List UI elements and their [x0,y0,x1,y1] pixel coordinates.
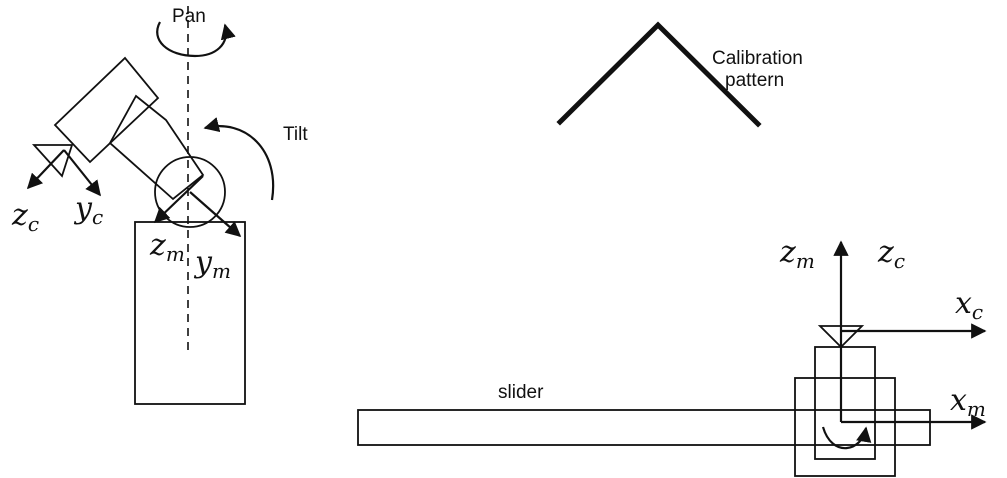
slider-camera-mount [814,346,876,460]
zm-label-right: zm [779,235,815,273]
pan-rotation-arrow [156,21,236,58]
zm-axis-arrow-left [153,175,204,224]
camera-arm [108,94,205,201]
pan-tilt-head [26,6,275,405]
pan-label: Pan [172,6,206,27]
zc-label-left: zc [11,198,39,236]
calibration-pattern-shape [556,21,762,128]
yc-label-left: yc [73,191,103,229]
camera-body [53,56,160,164]
ym-axis-arrow-left [189,191,242,238]
camera-lens-prism [31,144,74,178]
xm-label-right: xm [950,383,986,421]
zm-label-left: zm [149,228,185,266]
yc-axis-arrow-left [63,149,101,197]
tilt-rotation-arrow [203,117,275,201]
ym-label-left: ym [193,245,231,283]
slider-rail [357,409,931,446]
slider-assembly [357,240,987,477]
head-base-body [134,221,246,405]
slider-label: slider [498,382,544,403]
slider-carriage-outer [794,377,896,477]
calibration-label-line1: Calibration [712,48,803,69]
tilt-label: Tilt [283,124,308,145]
zc-axis-arrow-left [26,149,65,190]
calibration-label-line2: pattern [725,70,784,91]
xc-label-right: xc [955,286,983,324]
zc-label-right: zc [877,235,905,273]
slider-rotation-arrow [821,426,872,450]
